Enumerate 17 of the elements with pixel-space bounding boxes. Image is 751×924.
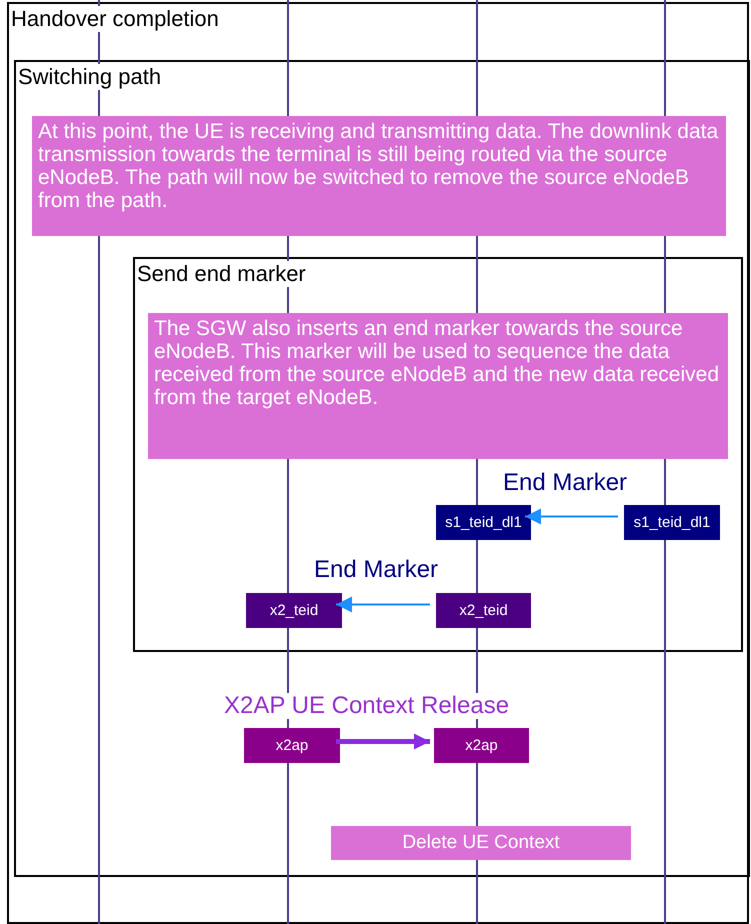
action-bar: Delete UE Context bbox=[331, 826, 631, 860]
frame-title: Handover completion bbox=[11, 6, 219, 32]
frame-box bbox=[133, 257, 743, 652]
frame-title: Send end marker bbox=[137, 261, 306, 287]
message-endpoint: x2ap bbox=[434, 728, 529, 763]
arrow bbox=[525, 508, 618, 524]
edge-label: X2AP UE Context Release bbox=[222, 693, 512, 719]
message-endpoint: s1_teid_dl1 bbox=[436, 505, 531, 540]
arrow bbox=[336, 734, 430, 750]
message-endpoint: x2ap bbox=[244, 728, 340, 763]
message-endpoint: x2_teid bbox=[436, 593, 531, 628]
arrow bbox=[336, 596, 430, 612]
note-panel: The SGW also inserts an end marker towards the source eNodeB. This marker will be used to sequence the data received from the source eNodeB and the new data received from the target eNodeB. bbox=[148, 313, 728, 459]
message-endpoint: x2_teid bbox=[246, 593, 342, 628]
frame-title: Switching path bbox=[18, 64, 162, 90]
message-endpoint: s1_teid_dl1 bbox=[624, 505, 720, 540]
note-panel: At this point, the UE is receiving and transmitting data. The downlink data transmission towards the terminal is still being routed via the source eNodeB. The path will now be switched to remove the source eNodeB from the path. bbox=[32, 116, 726, 236]
